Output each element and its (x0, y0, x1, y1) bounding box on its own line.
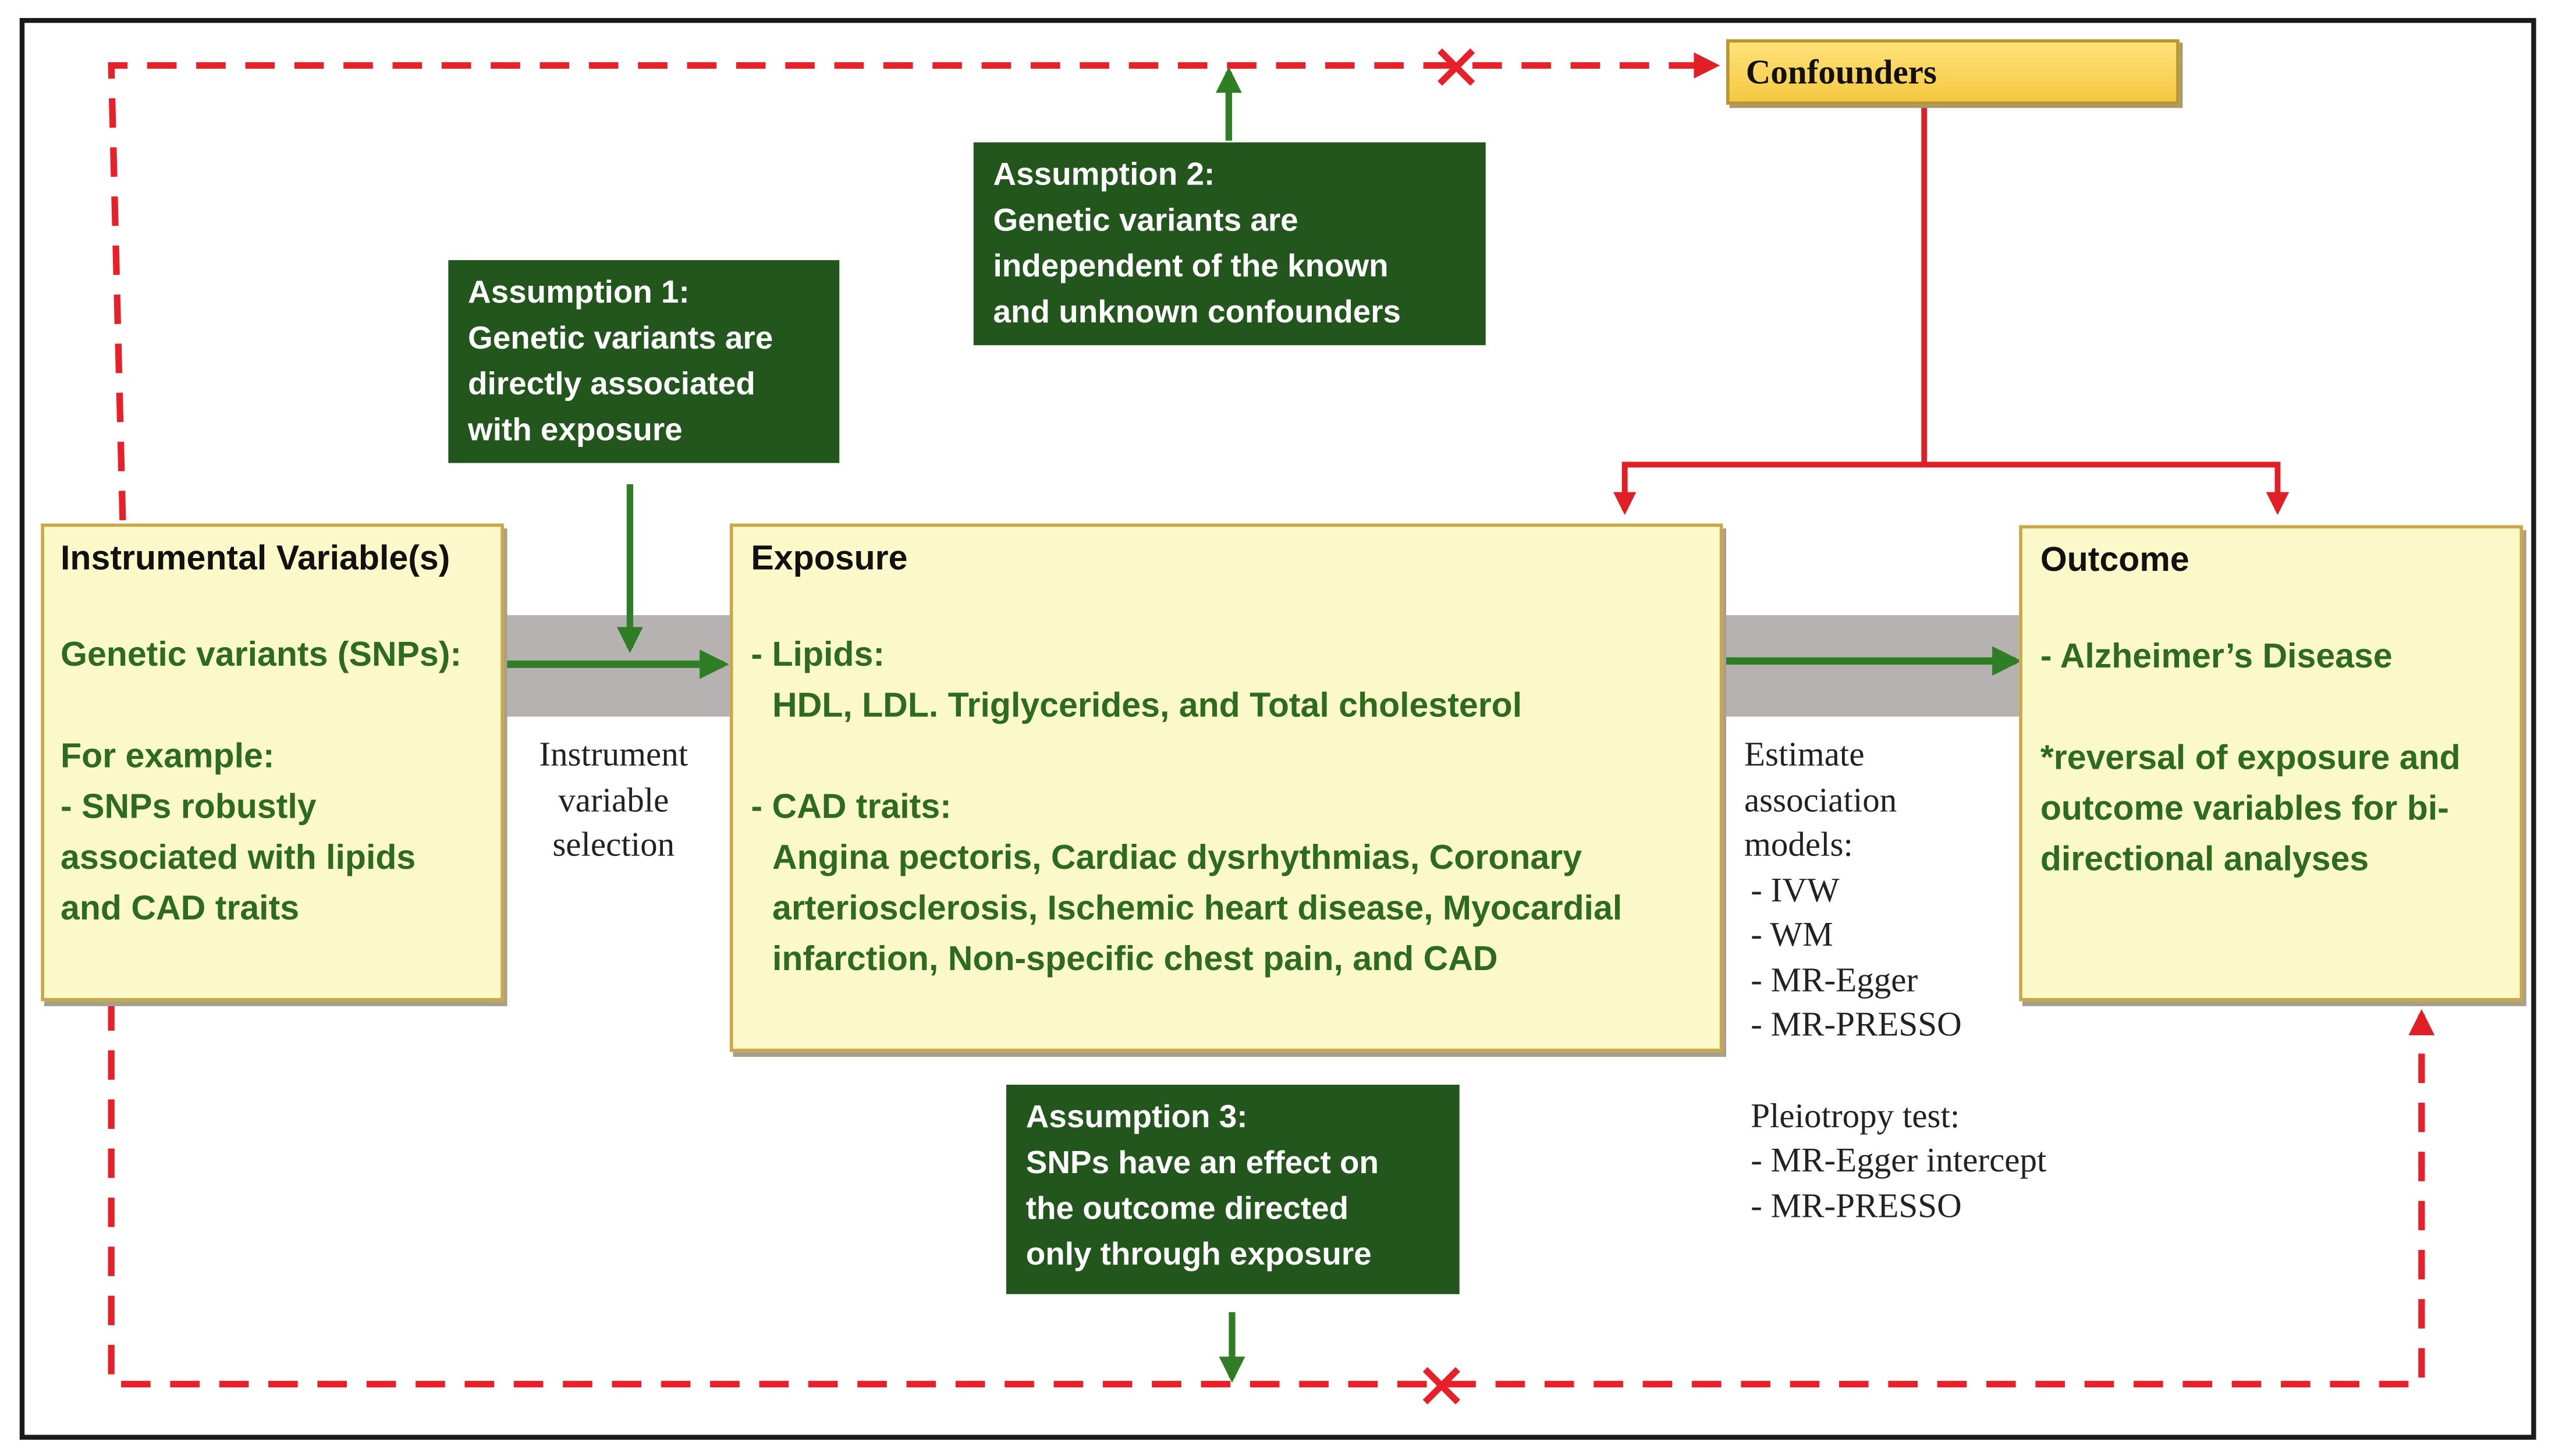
confounders-label: Confounders (1745, 52, 1937, 92)
estimate-line-2: association (1744, 779, 1897, 819)
assumption-1-line-2: Genetic variants are (468, 321, 773, 357)
estimate-models-label: Estimate association models: - IVW - WM … (1744, 733, 2137, 1229)
assumption-2-line-3: independent of the known (993, 248, 1389, 285)
assumption-3-box: Assumption 3: SNPs have an effect on the… (1006, 1084, 1460, 1294)
instrument-line-2 (61, 681, 484, 731)
cross-mark-bottom (1422, 1367, 1460, 1405)
assumption-2-box: Assumption 2: Genetic variants are indep… (973, 142, 1486, 346)
instrument-line-3: For example: (61, 737, 275, 776)
estimate-line-3: models: (1744, 824, 1853, 864)
estimate-line-8 (1744, 1048, 2137, 1094)
exposure-line-3 (751, 731, 1701, 782)
outcome-title: Outcome (2040, 541, 2189, 580)
confounder-to-exposure-arrow (1613, 461, 1925, 516)
dashed-path-top (108, 52, 1720, 521)
assumption-2-line-4: and unknown confounders (993, 294, 1401, 331)
exposure-title: Exposure (751, 539, 908, 578)
assumption-1-box: Assumption 1: Genetic variants are direc… (448, 260, 840, 463)
instrument-selection-line-1: Instrument (539, 734, 688, 774)
estimate-line-6: - MR-Egger (1751, 959, 1918, 999)
estimate-line-1: Estimate (1744, 734, 1865, 774)
assumption-3-line-2: SNPs have an effect on (1025, 1145, 1379, 1181)
assumption-3-title: Assumption 3: (1025, 1099, 1248, 1136)
estimate-line-11: - MR-PRESSO (1751, 1185, 1962, 1225)
exposure-line-6: arteriosclerosis, Ischemic heart disease… (772, 890, 1623, 928)
assumption-3-line-4: only through exposure (1025, 1237, 1372, 1273)
diagram-frame (19, 17, 2536, 1440)
outcome-box: Outcome - Alzheimer’s Disease *reversal … (2019, 525, 2523, 1002)
outcome-line-5: directional analyses (2040, 841, 2369, 879)
instrument-selection-label: Instrument variable selection (504, 733, 723, 868)
assumption-1-line-4: with exposure (468, 412, 683, 449)
instrument-selection-line-2: variable (558, 779, 669, 819)
exposure-line-7: infarction, Non-specific chest pain, and… (772, 940, 1498, 979)
instrument-line-5: associated with lipids (61, 839, 416, 877)
estimate-line-4: - IVW (1751, 869, 1840, 909)
cross-mark-top (1438, 48, 1475, 86)
estimate-line-7: - MR-PRESSO (1751, 1004, 1962, 1044)
instrument-selection-line-3: selection (552, 824, 675, 864)
exposure-line-4: - CAD traits: (751, 789, 952, 826)
estimate-line-10: - MR-Egger intercept (1751, 1140, 2047, 1180)
instrument-line-4: - SNPs robustly (61, 789, 317, 826)
exposure-line-1: - Lipids: (751, 636, 885, 674)
outcome-line-3: *reversal of exposure and (2040, 739, 2461, 777)
assumption-2-title: Assumption 2: (993, 157, 1215, 193)
exposure-box: Exposure - Lipids: HDL, LDL. Triglycerid… (729, 523, 1723, 1052)
outcome-line-2 (2040, 682, 2502, 733)
assumption-1-title: Assumption 1: (468, 275, 690, 311)
dashed-path-bottom (108, 1001, 2435, 1388)
outcome-line-4: outcome variables for bi- (2040, 790, 2449, 828)
instrument-line-6: and CAD traits (61, 890, 300, 928)
assumption-2-line-2: Genetic variants are (993, 203, 1298, 239)
estimate-line-9: Pleiotropy test: (1751, 1095, 1960, 1135)
estimate-line-5: - WM (1751, 914, 1833, 954)
exposure-line-2: HDL, LDL. Triglycerides, and Total chole… (772, 687, 1522, 725)
confounder-to-outcome-arrow (1924, 461, 2290, 516)
instrument-line-1: Genetic variants (SNPs): (61, 636, 462, 674)
instrumental-variable-box: Instrumental Variable(s) Genetic variant… (41, 523, 504, 1002)
connector-band-right (1721, 615, 2022, 717)
assumption-1-line-3: directly associated (468, 366, 755, 403)
confounders-box: Confounders (1726, 39, 2180, 105)
instrumental-variable-title: Instrumental Variable(s) (61, 539, 450, 578)
outcome-line-1: - Alzheimer’s Disease (2040, 638, 2393, 676)
assumption-3-line-3: the outcome directed (1025, 1191, 1349, 1227)
exposure-line-5: Angina pectoris, Cardiac dysrhythmias, C… (772, 839, 1582, 877)
